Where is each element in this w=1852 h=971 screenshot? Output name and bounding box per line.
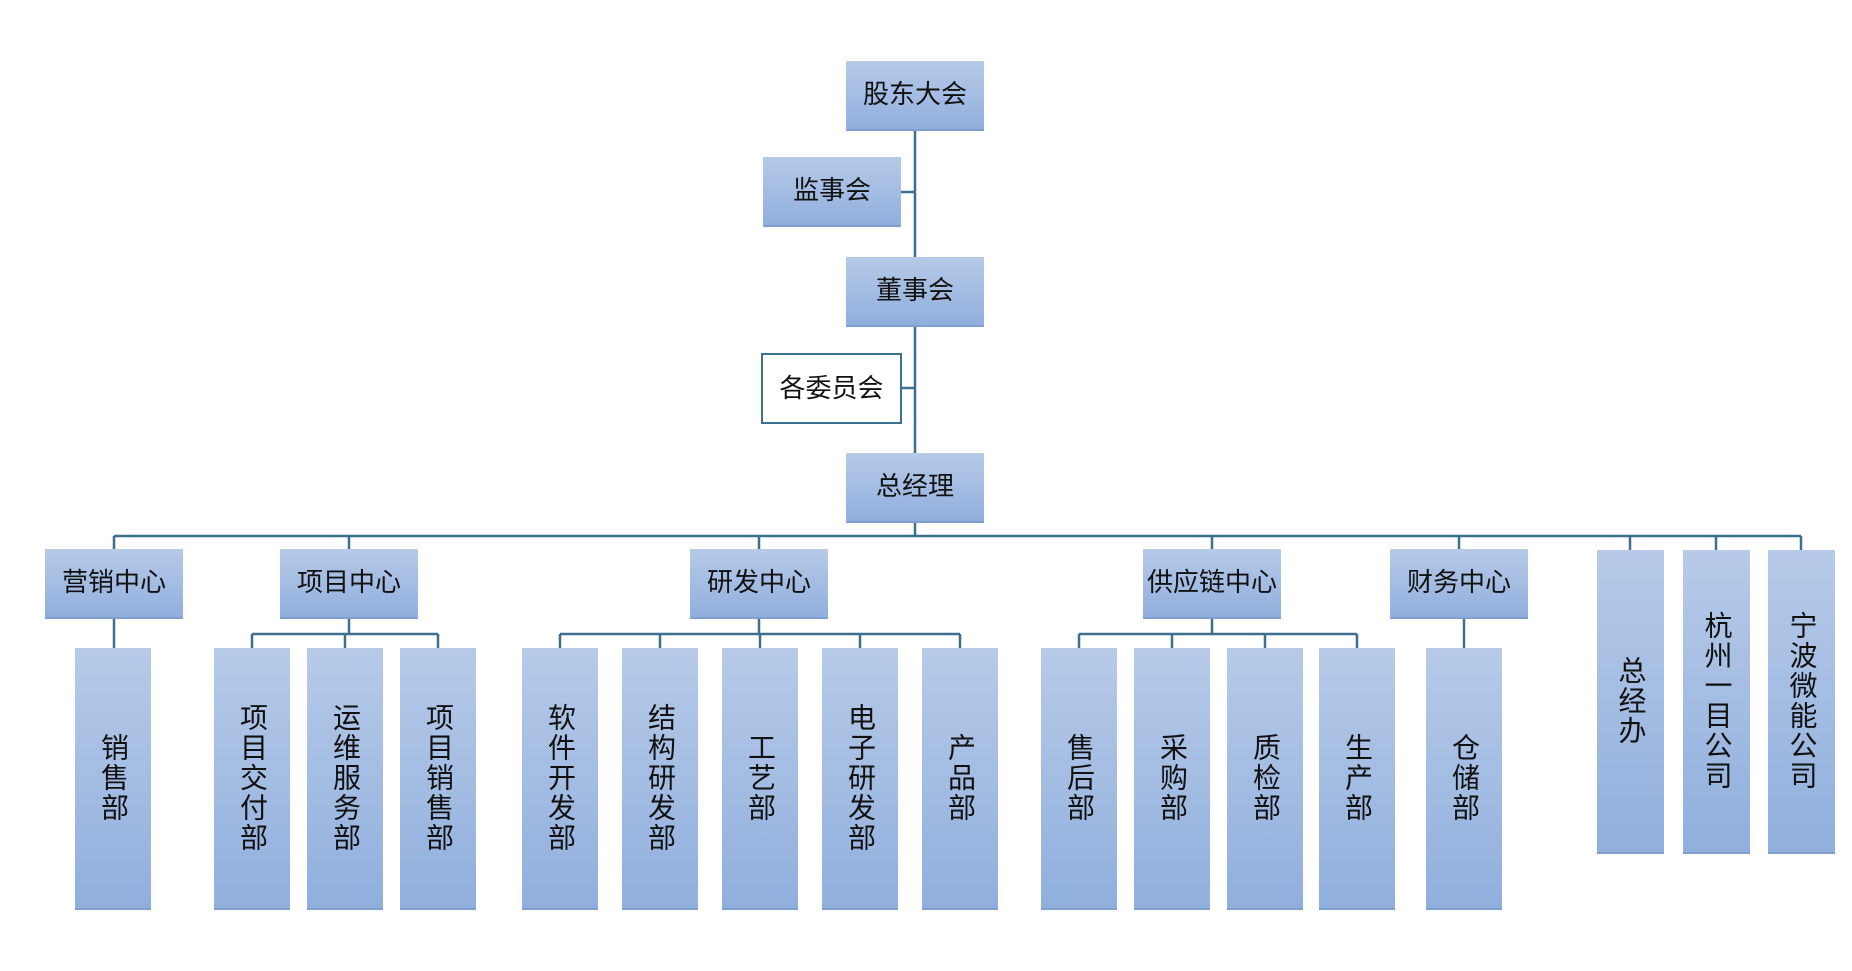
node-general-manager: 总经理 xyxy=(846,453,984,523)
node-process-department: 工艺部 xyxy=(722,648,798,910)
node-project-delivery-department: 项目交付部 xyxy=(214,648,290,910)
node-product-department: 产品部 xyxy=(922,648,998,910)
node-shareholders-meeting: 股东大会 xyxy=(846,61,984,131)
node-procurement-department: 采购部 xyxy=(1134,648,1210,910)
node-quality-inspection-department: 质检部 xyxy=(1227,648,1303,910)
node-project-center: 项目中心 xyxy=(280,549,418,619)
node-ningbo-weineng-company: 宁波微能公司 xyxy=(1768,550,1835,854)
node-sales-department: 销售部 xyxy=(75,648,151,910)
node-supply-chain-center: 供应链中心 xyxy=(1143,549,1281,619)
node-rnd-center: 研发中心 xyxy=(690,549,828,619)
node-supervisory-board: 监事会 xyxy=(763,157,901,227)
node-general-office: 总经办 xyxy=(1597,550,1664,854)
node-production-department: 生产部 xyxy=(1319,648,1395,910)
node-electronics-rnd-department: 电子研发部 xyxy=(822,648,898,910)
node-software-development-department: 软件开发部 xyxy=(522,648,598,910)
node-board-of-directors: 董事会 xyxy=(846,257,984,327)
node-warehouse-department: 仓储部 xyxy=(1426,648,1502,910)
node-committees: 各委员会 xyxy=(761,353,902,424)
node-after-sales-department: 售后部 xyxy=(1041,648,1117,910)
node-project-sales-department: 项目销售部 xyxy=(400,648,476,910)
node-finance-center: 财务中心 xyxy=(1390,549,1528,619)
node-structural-rnd-department: 结构研发部 xyxy=(622,648,698,910)
node-marketing-center: 营销中心 xyxy=(45,549,183,619)
node-hangzhou-yimu-company: 杭州一目公司 xyxy=(1683,550,1750,854)
node-operations-service-department: 运维服务部 xyxy=(307,648,383,910)
